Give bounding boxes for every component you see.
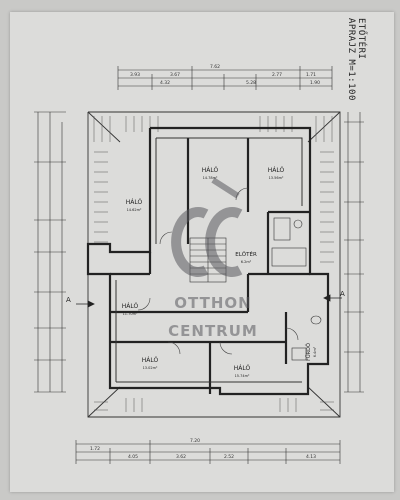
room-area: 13.02m² bbox=[143, 366, 158, 370]
dim-label: 4.32 bbox=[160, 80, 170, 86]
sheet-title: ETŐTÉRI APRAJZ M=1:100 bbox=[346, 18, 366, 158]
section-mark-right: A bbox=[340, 290, 345, 298]
dim-label: 7.20 bbox=[190, 438, 200, 444]
watermark-logo-icon bbox=[171, 177, 243, 277]
room-name: HÁLÓ bbox=[268, 167, 285, 174]
dim-label: 3.62 bbox=[176, 454, 186, 460]
left-dimension-lines bbox=[34, 111, 66, 393]
room-name: HÁLÓ bbox=[126, 199, 143, 206]
room-area: 6.4m² bbox=[313, 346, 317, 357]
dim-label: 1.90 bbox=[310, 80, 320, 86]
room-area: 11.70m² bbox=[123, 312, 138, 316]
dim-label: 1.71 bbox=[306, 72, 316, 78]
top-dimension-labels: 7.62 3.93 3.67 2.77 1.71 4.32 5.28 1.90 bbox=[130, 64, 320, 86]
roof-rafters bbox=[93, 116, 334, 412]
room-name: FÜRDŐ bbox=[305, 343, 312, 361]
room-area: 13.56m² bbox=[269, 176, 284, 180]
room-area: 14.78m² bbox=[203, 176, 218, 180]
watermark-text-line2: CENTRUM bbox=[168, 322, 258, 340]
dim-label: 4.13 bbox=[306, 454, 316, 460]
room-name: HÁLÓ bbox=[142, 357, 159, 364]
inner-walls bbox=[115, 137, 303, 383]
dim-label: 2.77 bbox=[272, 72, 282, 78]
room-name: HÁLÓ bbox=[202, 167, 219, 174]
bathroom-fixtures bbox=[271, 217, 322, 361]
dim-label: 1.72 bbox=[90, 446, 100, 452]
sheet-title-line1: ETŐTÉRI bbox=[356, 18, 366, 60]
bottom-dimension-labels: 1.72 7.20 4.05 3.62 2.52 4.13 bbox=[90, 438, 316, 460]
bottom-dimension-lines bbox=[75, 440, 341, 464]
section-lines bbox=[76, 294, 342, 308]
dim-label: 2.52 bbox=[224, 454, 234, 460]
walls bbox=[86, 126, 330, 396]
dim-label: 5.28 bbox=[246, 80, 256, 86]
room-name: ELŐTÉR bbox=[235, 250, 257, 258]
sheet-title-line2: APRAJZ M=1:100 bbox=[346, 18, 356, 101]
dim-label: 3.67 bbox=[170, 72, 180, 78]
dim-label: 7.62 bbox=[210, 64, 220, 70]
room-area: 14.62m² bbox=[127, 208, 142, 212]
room-area: 15.74m² bbox=[235, 374, 250, 378]
room-name: HÁLÓ bbox=[122, 303, 139, 310]
right-dimension-lines bbox=[344, 112, 364, 393]
room-name: HÁLÓ bbox=[234, 365, 251, 372]
floor-plan-drawing: 7.62 3.93 3.67 2.77 1.71 4.32 5.28 1.90 bbox=[34, 64, 364, 464]
watermark-text-line1: OTTHON bbox=[174, 294, 252, 312]
room-labels: HÁLÓ 14.78m² HÁLÓ 13.56m² HÁLÓ 11.70m² H… bbox=[122, 167, 317, 378]
dim-label: 3.93 bbox=[130, 72, 140, 78]
floor-plan-sheet: 7.62 3.93 3.67 2.77 1.71 4.32 5.28 1.90 bbox=[10, 12, 394, 492]
dim-label: 4.05 bbox=[128, 454, 138, 460]
watermark: OTTHON CENTRUM bbox=[158, 174, 268, 354]
top-dimension-lines bbox=[117, 66, 333, 90]
section-mark-left: A bbox=[66, 296, 71, 304]
room-area: 6.2m² bbox=[241, 260, 252, 264]
door-swings bbox=[137, 187, 299, 355]
